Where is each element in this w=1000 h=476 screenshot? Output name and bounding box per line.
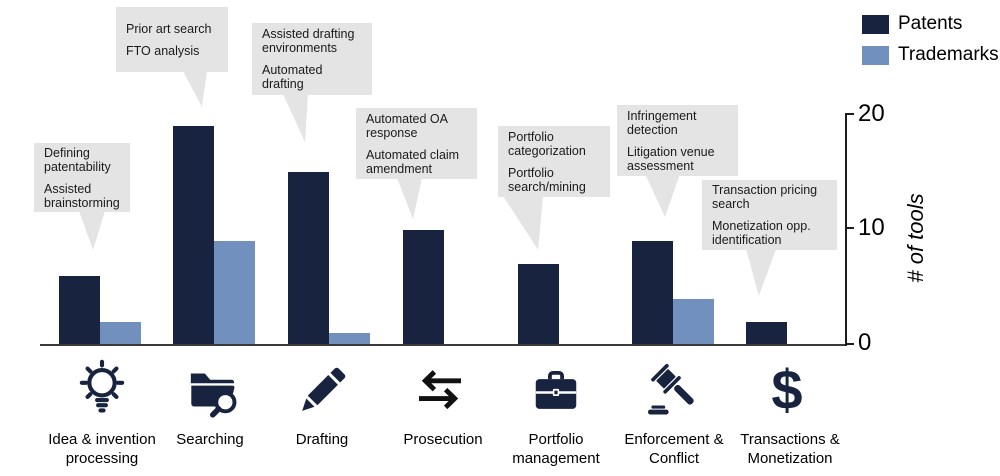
category-label-drafting: Drafting (295, 431, 349, 448)
legend-swatch-trademarks (862, 45, 889, 65)
bar-patents-0 (59, 275, 100, 345)
y-tick-10 (845, 227, 854, 229)
bar-patents-2 (288, 172, 329, 345)
bar-patents-3 (403, 229, 444, 345)
y-tick-20 (845, 113, 854, 115)
callout-phrase: Monetization opp.identification (712, 219, 811, 247)
y-tick-label-10: 10 (858, 214, 885, 241)
y-tick-label-20: 20 (858, 100, 885, 127)
bar-patents-4 (518, 264, 559, 345)
legend-swatch-patents (862, 14, 889, 34)
legend-item-trademarks: Trademarks (862, 45, 999, 65)
y-axis-title: # of tools (903, 193, 928, 283)
folder-search-icon (185, 363, 241, 419)
legend-label-patents: Patents (898, 13, 963, 34)
dollar-icon: $ (771, 358, 803, 421)
category-label-prosecution: Prosecution (403, 431, 483, 448)
callout-phrase: FTO analysis (126, 43, 200, 58)
category-label-searching: Searching (176, 431, 244, 448)
callout-phrase: Prior art search (126, 21, 212, 36)
bar-trademarks-0 (100, 321, 141, 345)
bar-patents-5 (632, 241, 673, 345)
y-axis-line (845, 113, 847, 346)
category-label-enforcement: Enforcement &Conflict (624, 431, 724, 467)
bar-patents-1 (173, 126, 214, 345)
pencil-icon (293, 362, 351, 420)
bar-patents-6 (746, 321, 787, 345)
legend-item-patents: Patents (862, 14, 962, 34)
category-label-transactions: Transactions &Monetization (740, 431, 840, 467)
legend-label-trademarks: Trademarks (898, 44, 999, 65)
bar-trademarks-5 (673, 298, 714, 345)
y-tick-label-0: 0 (858, 329, 872, 356)
briefcase-icon (529, 365, 583, 419)
bar-trademarks-2 (329, 333, 370, 345)
y-tick-0 (845, 343, 854, 345)
x-axis-line (40, 344, 847, 346)
bar-trademarks-1 (214, 241, 255, 345)
gavel-icon (642, 362, 700, 420)
lightbulb-icon (71, 359, 133, 421)
exchange-arrows-icon (412, 364, 468, 420)
